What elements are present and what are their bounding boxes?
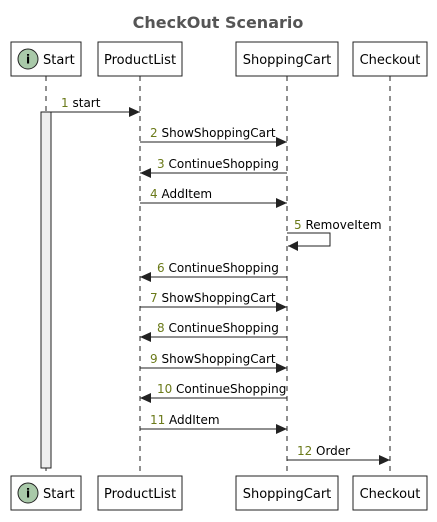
info-icon-letter: i [26,487,30,501]
message-label: AddItem [162,187,213,201]
message-12: 12 Order [287,444,390,465]
participant-checkout-bottom: Checkout [352,475,428,511]
message-number: 6 [157,261,165,275]
participant-shoppingcart-top: ShoppingCart [235,41,339,77]
arrow-head [129,107,140,117]
participant-checkout-top: Checkout [352,41,428,77]
info-icon: i [17,48,39,70]
participant-shoppingcart-bottom: ShoppingCart [235,475,339,511]
message-arrow [287,232,331,247]
message-number: 2 [150,126,158,140]
message-label: ContinueShopping [169,321,279,335]
arrow-head [276,137,287,147]
arrow-head [140,393,151,403]
message-number: 9 [150,352,158,366]
arrow-head [276,302,287,312]
message-number: 3 [157,157,165,171]
info-icon-letter: i [26,53,30,67]
message-number: 4 [150,187,158,201]
message-number: 10 [157,382,172,396]
message-label: ShowShoppingCart [162,352,276,366]
arrow-head [276,198,287,208]
arrow-head [140,168,151,178]
message-6: 6 ContinueShopping [140,261,287,282]
message-5: 5 RemoveItem [287,218,382,251]
message-8: 8 ContinueShopping [140,321,287,342]
message-number: 1 [61,96,69,110]
participant-label: Checkout [360,487,421,502]
participant-label: Start [43,53,75,68]
message-label: ContinueShopping [176,382,286,396]
message-label: Order [316,444,350,458]
message-label: ContinueShopping [169,157,279,171]
message-9: 9 ShowShoppingCart [140,352,287,373]
info-icon: i [17,482,39,504]
arrow-head [140,332,151,342]
participant-start-bottom: i Start [10,475,82,511]
message-1: 1 start [51,96,140,117]
message-2: 2 ShowShoppingCart [140,126,287,147]
message-label: ContinueShopping [169,261,279,275]
participant-box [235,41,339,77]
participant-box [352,475,428,511]
arrow-head [288,241,298,251]
message-7: 7 ShowShoppingCart [140,291,287,312]
message-number: 12 [297,444,312,458]
participant-label: ShoppingCart [243,53,332,68]
message-10: 10 ContinueShopping [140,382,287,403]
participant-box [352,41,428,77]
message-label: RemoveItem [306,218,382,232]
participant-box [97,41,183,77]
arrow-head [140,272,151,282]
message-number: 11 [150,413,165,427]
activation-bar-start [40,111,52,469]
participant-start-top: i Start [10,41,82,77]
message-number: 7 [150,291,158,305]
diagram-title: CheckOut Scenario [133,13,304,32]
message-11: 11 AddItem [140,413,287,434]
message-label: ShowShoppingCart [162,291,276,305]
participant-label: ProductList [104,487,176,502]
activation-bars [40,111,52,469]
participant-label: ProductList [104,53,176,68]
message-label: AddItem [169,413,220,427]
message-number: 8 [157,321,165,335]
participant-productlist-top: ProductList [97,41,183,77]
participant-label: Start [43,487,75,502]
message-3: 3 ContinueShopping [140,157,287,178]
participant-box [235,475,339,511]
arrow-head [276,363,287,373]
message-label: start [73,96,101,110]
participant-box [97,475,183,511]
participant-label: ShoppingCart [243,487,332,502]
participant-productlist-bottom: ProductList [97,475,183,511]
message-4: 4 AddItem [140,187,287,208]
message-number: 5 [294,218,302,232]
arrow-head [276,424,287,434]
message-label: ShowShoppingCart [162,126,276,140]
participant-label: Checkout [360,53,421,68]
arrow-head [379,455,390,465]
